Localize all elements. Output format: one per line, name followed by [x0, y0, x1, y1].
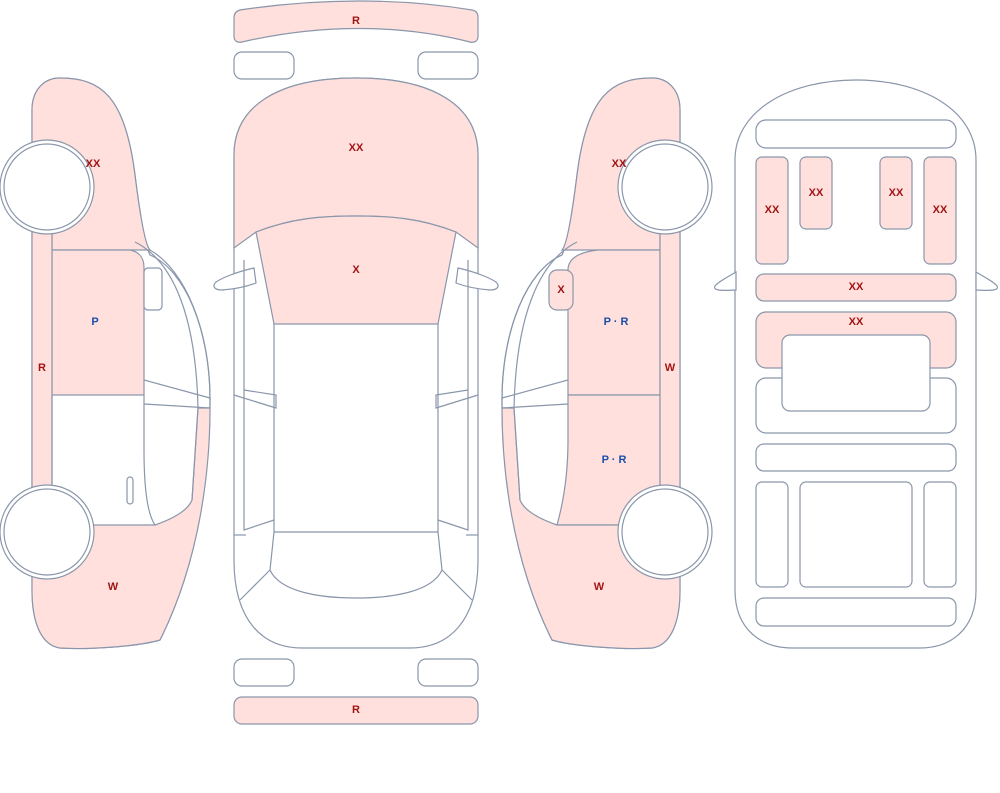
- rear-bumper[interactable]: [233, 696, 479, 725]
- label-left-rear-quarter: W: [108, 581, 119, 593]
- right-side-view: XX X P · R P · R W W: [501, 77, 713, 650]
- front-left-light: [233, 51, 295, 80]
- left-side-mirror-top[interactable]: [213, 267, 257, 291]
- label-windshield: X: [352, 264, 360, 276]
- interior-seat-front-right-center[interactable]: [879, 156, 913, 230]
- interior-cargo-right: [923, 481, 957, 588]
- interior-cargo-left: [755, 481, 789, 588]
- right-mirror[interactable]: [548, 269, 574, 311]
- label-front-bumper: R: [352, 15, 360, 27]
- right-front-wheel-inner: [621, 143, 709, 231]
- interior-seat-front-right[interactable]: [923, 156, 957, 265]
- label-left-front-door: P: [91, 316, 98, 328]
- windshield[interactable]: [255, 215, 457, 325]
- right-rear-quarter[interactable]: [501, 407, 681, 650]
- label-interior-seat-front-right-center: XX: [889, 187, 904, 199]
- interior-dashboard[interactable]: [755, 273, 957, 302]
- label-left-rocker: R: [38, 362, 46, 374]
- left-door-handle[interactable]: [126, 476, 134, 505]
- interior-left-mirror: [714, 270, 737, 291]
- label-interior-dashboard: XX: [849, 281, 864, 293]
- label-right-front-door: P · R: [604, 316, 629, 328]
- left-front-door[interactable]: [51, 249, 145, 396]
- left-rear-quarter[interactable]: [31, 407, 211, 650]
- label-interior-console: XX: [849, 316, 864, 328]
- front-right-light: [417, 51, 479, 80]
- label-right-rear-door: P · R: [602, 454, 627, 466]
- left-mirror[interactable]: [143, 267, 163, 311]
- left-rear-wheel-inner: [3, 488, 91, 576]
- label-interior-seat-front-right: XX: [933, 204, 948, 216]
- label-right-mirror: X: [557, 284, 565, 296]
- interior-front-panel: [755, 119, 957, 149]
- rear-left-light: [233, 658, 295, 687]
- right-side-mirror-top[interactable]: [455, 267, 499, 291]
- interior-view: XX XX XX XX XX XX: [714, 79, 998, 649]
- interior-rear-panel: [755, 597, 957, 627]
- rear-right-light: [417, 658, 479, 687]
- label-interior-seat-front-left: XX: [765, 204, 780, 216]
- right-front-door[interactable]: [567, 249, 661, 396]
- label-right-rear-quarter: W: [594, 581, 605, 593]
- label-left-front-fender: XX: [86, 158, 101, 170]
- interior-right-mirror: [975, 270, 998, 291]
- top-view: R XX X R: [213, 0, 499, 725]
- left-side-view: XX P R W: [0, 77, 211, 650]
- interior-rear-bench: [755, 443, 957, 472]
- left-front-wheel-inner: [3, 143, 91, 231]
- interior-seat-front-left-center[interactable]: [799, 156, 833, 230]
- label-rear-bumper: R: [352, 704, 360, 716]
- label-interior-seat-front-left-center: XX: [809, 187, 824, 199]
- right-rear-wheel-inner: [621, 488, 709, 576]
- label-right-front-fender: XX: [612, 158, 627, 170]
- interior-seat-front-left[interactable]: [755, 156, 789, 265]
- front-bumper[interactable]: [233, 0, 479, 43]
- label-right-rocker: W: [665, 362, 676, 374]
- label-hood: XX: [349, 142, 364, 154]
- interior-console-insert: [781, 334, 931, 412]
- interior-cargo-center: [799, 481, 913, 588]
